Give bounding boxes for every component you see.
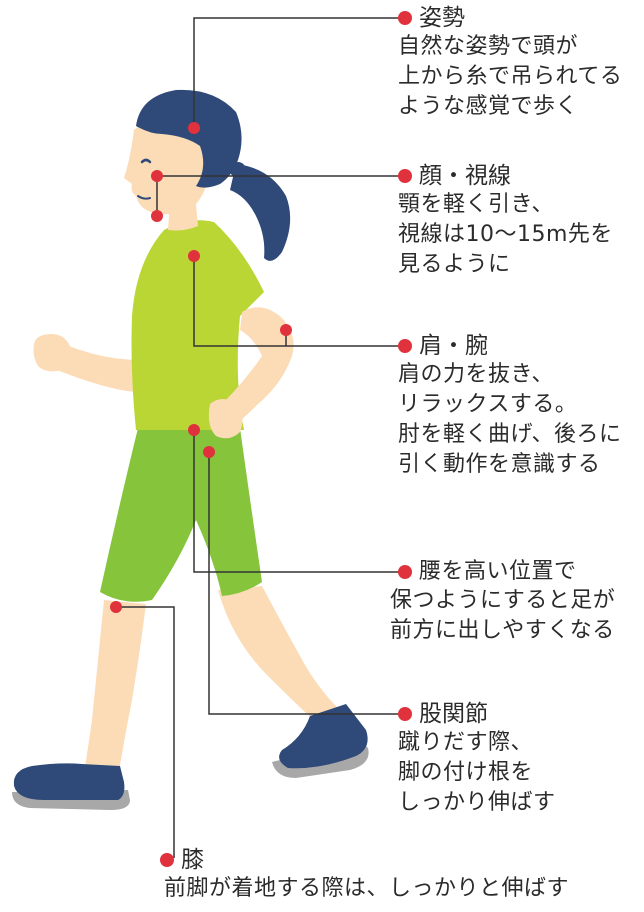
leader-waist bbox=[193, 430, 402, 573]
body-markers bbox=[110, 122, 292, 613]
leader-posture bbox=[193, 17, 402, 128]
callout-shoulder-line: 肩の力を抜き、 bbox=[398, 362, 554, 387]
marker-eye bbox=[151, 170, 163, 182]
shorts bbox=[100, 428, 262, 602]
callout-waist-line: 前方に出しやすくなる bbox=[390, 618, 615, 643]
shirt bbox=[131, 220, 264, 430]
back-arm bbox=[222, 307, 294, 424]
callout-waist-line-first: 腰を高い位置で bbox=[419, 559, 577, 584]
front-hand bbox=[33, 334, 71, 372]
callout-shoulder-title-text: 肩・腕 bbox=[419, 333, 488, 359]
callout-face-line: 視線は10〜15m先を bbox=[398, 222, 613, 247]
callout-hip: 股関節 蹴りだす際、 脚の付け根を しっかり伸ばす bbox=[398, 700, 556, 818]
callout-face-line: 見るように bbox=[398, 252, 511, 277]
callout-shoulder-line: 引く動作を意識する bbox=[398, 452, 601, 477]
callout-knee-title: 膝 bbox=[160, 846, 569, 874]
callout-face-title-text: 顔・視線 bbox=[419, 163, 511, 189]
callout-hip-line: しっかり伸ばす bbox=[398, 790, 556, 815]
callout-waist-title: 腰を高い位置で bbox=[398, 558, 615, 586]
marker-waist bbox=[188, 424, 200, 436]
callout-posture: 姿勢 自然な姿勢で頭が 上から糸で吊られてる ような感覚で歩く bbox=[398, 4, 622, 122]
eye bbox=[140, 158, 152, 164]
callout-hip-title: 股関節 bbox=[398, 700, 556, 728]
bullet-dot-icon bbox=[398, 11, 412, 25]
callout-face-title: 顔・視線 bbox=[398, 162, 613, 190]
callout-face: 顔・視線 顎を軽く引き、 視線は10〜15m先を 見るように bbox=[398, 162, 613, 280]
leader-knee bbox=[116, 606, 175, 858]
callout-posture-title: 姿勢 bbox=[398, 4, 622, 32]
callout-waist: 腰を高い位置で 保つようにすると足が 前方に出しやすくなる bbox=[390, 558, 615, 646]
front-arm bbox=[52, 338, 142, 392]
bullet-dot-icon bbox=[398, 707, 412, 721]
leader-shoulder bbox=[193, 256, 402, 347]
back-hand bbox=[208, 399, 243, 439]
bullet-dot-icon bbox=[398, 339, 412, 353]
callout-hip-line: 蹴りだす際、 bbox=[398, 730, 534, 755]
callout-posture-line: 自然な姿勢で頭が bbox=[398, 34, 579, 59]
callout-waist-line: 保つようにすると足が bbox=[390, 588, 616, 613]
bullet-dot-icon bbox=[160, 853, 174, 867]
callout-hip-title-text: 股関節 bbox=[419, 701, 488, 727]
front-leg bbox=[84, 600, 146, 778]
hair-tie bbox=[230, 162, 246, 178]
marker-hip bbox=[203, 446, 215, 458]
callout-shoulder: 肩・腕 肩の力を抜き、 リラックスする。 肘を軽く曲げ、後ろに 引く動作を意識す… bbox=[398, 332, 621, 480]
callout-knee-line: 前脚が着地する際は、しっかりと伸ばす bbox=[164, 876, 570, 901]
mouth bbox=[137, 195, 151, 200]
callout-posture-title-text: 姿勢 bbox=[419, 5, 465, 31]
callout-posture-line: 上から糸で吊られてる bbox=[398, 64, 623, 89]
callout-face-line: 顎を軽く引き、 bbox=[398, 192, 554, 217]
front-shoe bbox=[13, 763, 125, 800]
bullet-dot-icon bbox=[398, 169, 412, 183]
callout-shoulder-line: リラックスする。 bbox=[398, 392, 578, 417]
marker-elbow bbox=[280, 324, 292, 336]
marker-shoulder bbox=[188, 250, 200, 262]
ear bbox=[182, 157, 198, 179]
callout-posture-line: ような感覚で歩く bbox=[398, 94, 579, 119]
callout-knee: 膝 前脚が着地する際は、しっかりと伸ばす bbox=[160, 846, 569, 904]
leader-hip bbox=[208, 452, 402, 715]
callout-shoulder-line: 肘を軽く曲げ、後ろに bbox=[398, 422, 622, 447]
callout-knee-title-text: 膝 bbox=[181, 847, 204, 873]
marker-head bbox=[188, 122, 200, 134]
marker-chin bbox=[151, 210, 163, 222]
marker-knee bbox=[110, 601, 122, 613]
hair bbox=[136, 89, 242, 188]
leader-lines bbox=[116, 17, 402, 858]
ponytail bbox=[230, 164, 291, 261]
bullet-dot-icon bbox=[398, 565, 412, 579]
back-leg bbox=[218, 586, 346, 724]
callout-hip-line: 脚の付け根を bbox=[398, 760, 534, 785]
back-shoe bbox=[279, 704, 368, 769]
callout-shoulder-title: 肩・腕 bbox=[398, 332, 621, 360]
